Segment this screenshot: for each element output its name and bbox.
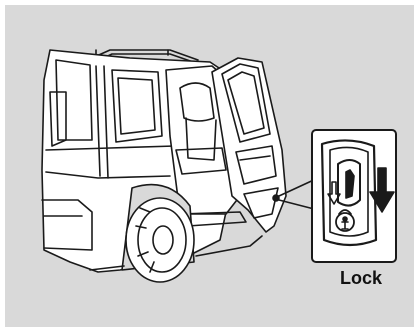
child-lock-callout bbox=[312, 130, 396, 262]
lock-label: Lock bbox=[340, 268, 382, 289]
rear-wheel bbox=[122, 185, 194, 282]
